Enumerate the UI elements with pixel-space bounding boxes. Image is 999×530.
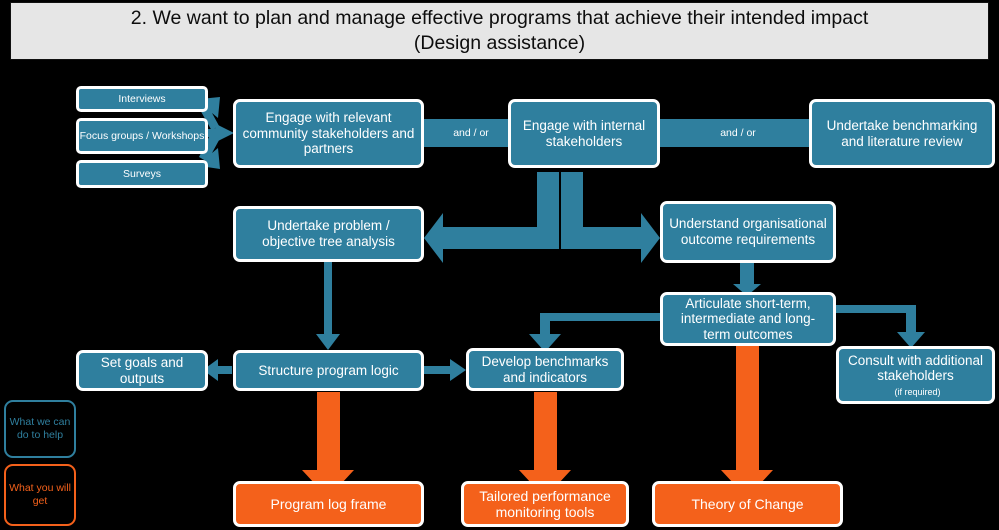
- node-set-goals-and-outputs[interactable]: Set goals and outputs: [76, 350, 208, 391]
- node-engage-community-stakeholders[interactable]: Engage with relevant community stakehold…: [233, 99, 424, 168]
- page-title-line-1: 2. We want to plan and manage effective …: [130, 7, 869, 29]
- output-monitoring-tools[interactable]: Tailored performance monitoring tools: [461, 481, 629, 527]
- connector-and-or-left: and / or: [424, 119, 518, 147]
- node-develop-benchmarks-indicators[interactable]: Develop benchmarks and indicators: [466, 348, 624, 391]
- connector-and-or-right: and / or: [660, 119, 816, 147]
- node-consult-additional-stakeholders[interactable]: Consult with additional stakeholders (if…: [836, 346, 995, 404]
- node-problem-objective-tree[interactable]: Undertake problem / objective tree analy…: [233, 206, 424, 262]
- output-theory-of-change[interactable]: Theory of Change: [652, 481, 843, 527]
- node-undertake-benchmarking[interactable]: Undertake benchmarking and literature re…: [809, 99, 995, 168]
- output-program-log-frame[interactable]: Program log frame: [233, 481, 424, 527]
- legend-what-we-can-do: What we can do to help: [4, 400, 76, 458]
- page-title-line-2: (Design assistance): [413, 32, 586, 54]
- node-articulate-outcomes[interactable]: Articulate short-term, intermediate and …: [660, 292, 836, 346]
- page-title: 2. We want to plan and manage effective …: [10, 2, 989, 60]
- source-chip-interviews[interactable]: Interviews: [76, 86, 208, 112]
- node-organisational-outcome-requirements[interactable]: Understand organisational outcome requir…: [660, 201, 836, 263]
- source-chip-focus-groups[interactable]: Focus groups / Workshops: [76, 118, 208, 154]
- node-consult-label: Consult with additional stakeholders: [847, 352, 984, 384]
- node-consult-note: (if required): [894, 387, 941, 397]
- source-chip-surveys[interactable]: Surveys: [76, 160, 208, 188]
- legend-what-you-will-get: What you will get: [4, 464, 76, 526]
- node-engage-internal-stakeholders[interactable]: Engage with internal stakeholders: [508, 99, 660, 168]
- node-structure-program-logic[interactable]: Structure program logic: [233, 350, 424, 391]
